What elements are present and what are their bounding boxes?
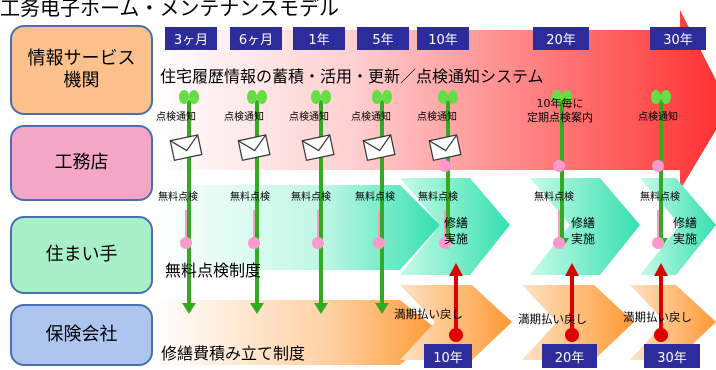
maturity-year-0: 10年 <box>424 344 472 368</box>
notice-top-left-0 <box>179 90 189 104</box>
period-0: 3ヶ月 <box>165 27 217 50</box>
insurer-lane-label: 修繕費積み立て制度 <box>161 344 306 363</box>
pin-top-icon-5 <box>553 160 565 172</box>
pin-top-icon-4 <box>439 160 451 172</box>
notice-top-right-6 <box>661 90 671 104</box>
pin-icon-3 <box>373 237 385 249</box>
notice-arrowhead-0 <box>182 303 196 314</box>
notice-arrowhead-3 <box>375 303 389 314</box>
notice-label-2: 点検通知 <box>289 112 329 123</box>
resident-chevron-20y <box>530 178 640 275</box>
notice-arrowhead-1 <box>250 303 264 314</box>
inspection-label-4: 無料点検 <box>418 192 458 203</box>
period-4: 10年 <box>417 27 469 50</box>
notice-special-label: 10年毎に 定期点検案内 <box>527 97 593 125</box>
maturity-label-1: 満期払い戻し <box>518 312 587 326</box>
resident-band <box>155 185 440 270</box>
pin-icon-5 <box>553 237 565 249</box>
maturity-origin-0 <box>449 328 463 342</box>
inspection-label-0: 無料点検 <box>158 192 198 203</box>
notice-top-right-5 <box>562 90 572 104</box>
envelope-icon <box>428 134 462 162</box>
inspection-label-3: 無料点検 <box>355 192 395 203</box>
envelope-icon <box>362 134 396 162</box>
period-6: 30年 <box>650 27 706 50</box>
maturity-label-0: 満期払い戻し <box>394 307 463 321</box>
pin-top-icon-6 <box>652 160 664 172</box>
resident-chevron-30y <box>640 178 716 275</box>
notice-top-right-4 <box>448 90 458 104</box>
notice-label-3: 点検通知 <box>351 112 391 123</box>
notice-arrowhead-2 <box>314 303 328 314</box>
maturity-arrowhead-0 <box>449 263 463 276</box>
maturity-year-1: 20年 <box>542 344 597 368</box>
insurer-band <box>155 300 440 365</box>
notice-top-left-6 <box>651 90 661 104</box>
maturity-origin-2 <box>654 328 668 342</box>
notice-top-right-2 <box>321 90 331 104</box>
period-1: 6ヶ月 <box>230 27 282 50</box>
envelope-icon <box>169 134 203 162</box>
period-5: 20年 <box>533 27 589 50</box>
repair-label-1: 修繕 実施 <box>571 216 596 246</box>
maturity-origin-1 <box>565 328 579 342</box>
pin-icon-2 <box>312 237 324 249</box>
pin-icon-4 <box>439 237 451 249</box>
repair-label-0: 修繕 実施 <box>444 216 469 246</box>
period-2: 1年 <box>293 27 345 50</box>
maturity-year-2: 30年 <box>644 344 700 368</box>
notice-top-right-3 <box>382 90 392 104</box>
info-lane-label: 住宅履歴情報の蓄積・活用・更新／点検通知システム <box>160 67 544 86</box>
maturity-arrowhead-2 <box>654 263 668 276</box>
info-band-arrow <box>155 10 716 190</box>
resident-lane-label: 無料点検制度 <box>165 261 262 280</box>
notice-label-0: 点検通知 <box>156 112 196 123</box>
actor-builder: 工務店 <box>10 125 153 201</box>
actor-resident: 住まい手 <box>10 216 153 294</box>
pin-icon-0 <box>180 237 192 249</box>
insurer-chevron-20y <box>522 285 634 360</box>
maturity-arrowhead-1 <box>565 263 579 276</box>
envelope-icon <box>237 134 271 162</box>
notice-top-left-3 <box>372 90 382 104</box>
inspection-label-2: 無料点検 <box>291 192 331 203</box>
pin-icon-6 <box>652 237 664 249</box>
notice-top-right-1 <box>257 90 267 104</box>
notice-top-right-0 <box>189 90 199 104</box>
inspection-label-6: 無料点検 <box>640 192 680 203</box>
maturity-label-2: 満期払い戻し <box>623 310 692 324</box>
period-3: 5年 <box>357 27 409 50</box>
notice-top-left-5 <box>552 90 562 104</box>
notice-label-5: 点検通知 <box>638 112 678 123</box>
notice-top-left-4 <box>438 90 448 104</box>
page-title: 工务电子ホーム・メンテナンスモデル <box>0 0 339 20</box>
envelope-icon <box>301 134 335 162</box>
pin-icon-1 <box>248 237 260 249</box>
notice-top-left-2 <box>311 90 321 104</box>
inspection-label-1: 無料点検 <box>230 192 270 203</box>
notice-top-left-1 <box>247 90 257 104</box>
repair-label-2: 修繕 実施 <box>673 216 698 246</box>
notice-label-4: 点検通知 <box>417 112 457 123</box>
notice-label-1: 点検通知 <box>224 112 264 123</box>
inspection-label-5: 無料点検 <box>534 192 574 203</box>
actor-insurer: 保険会社 <box>10 304 153 366</box>
resident-chevron-10y <box>400 178 510 275</box>
actor-info: 情報サービス 機関 <box>10 25 153 115</box>
insurer-chevron-30y <box>630 285 716 360</box>
